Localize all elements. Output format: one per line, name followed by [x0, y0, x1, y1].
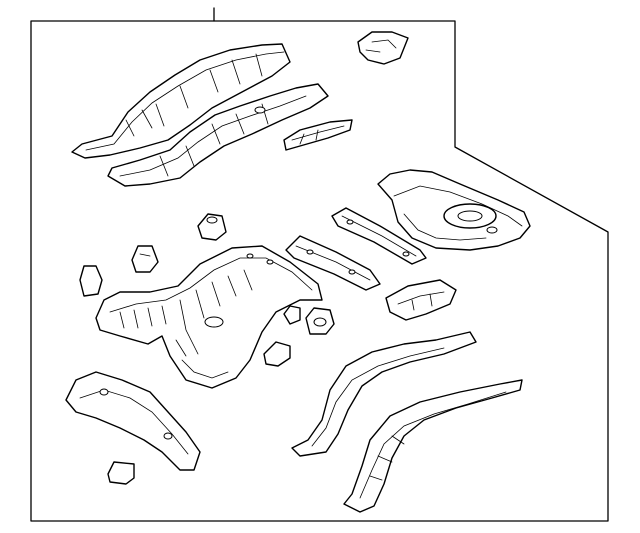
crossmember-upper: [331, 207, 427, 265]
bumper-stop-small: [197, 213, 227, 241]
bracket-top: [357, 31, 409, 65]
nut-grommet: [283, 305, 301, 325]
reinforcement-bracket: [283, 119, 353, 151]
rear-floor-pan: [95, 245, 323, 389]
wheelhouse-outer: [291, 331, 477, 457]
mounting-bracket-right: [385, 279, 457, 321]
spare-tire-tub: [377, 169, 531, 251]
rear-panel-reinforcement: [65, 371, 201, 471]
rubber-mount: [305, 307, 335, 335]
seal-pad: [107, 461, 135, 485]
clip-bracket-left: [131, 245, 159, 273]
diagram-frame: [30, 20, 609, 522]
rear-side-frame-rail-lower: [107, 83, 329, 187]
end-cap-left: [79, 265, 103, 297]
wheelhouse-inner: [343, 379, 523, 513]
rear-side-frame-rail-upper: [71, 43, 291, 159]
crossmember-lower: [285, 235, 381, 291]
bracket-small-lower: [263, 341, 291, 367]
